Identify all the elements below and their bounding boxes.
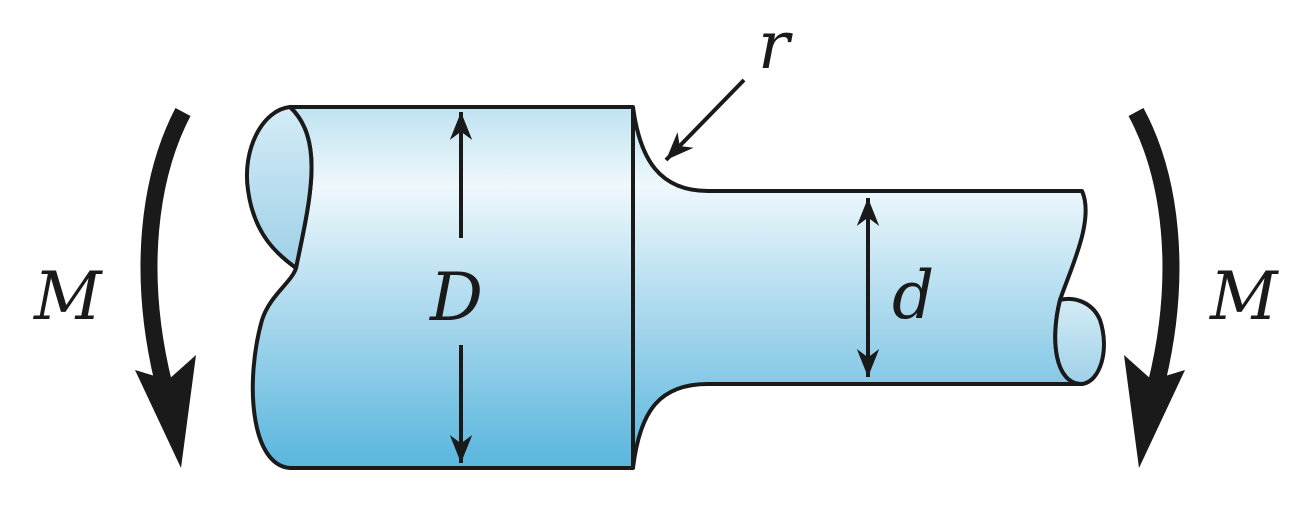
left-moment-arrow bbox=[135, 108, 196, 468]
fillet-radius-label: r bbox=[758, 7, 793, 84]
right-moment-arrow bbox=[1124, 107, 1185, 468]
right-break-face bbox=[1053, 297, 1106, 386]
small-diameter-label: d bbox=[892, 257, 934, 334]
moment-label-left: M bbox=[33, 258, 103, 335]
left-break-face bbox=[244, 105, 314, 270]
radius-leader-arrow bbox=[664, 78, 746, 162]
moment-label-right: M bbox=[1209, 258, 1279, 335]
large-diameter-label: D bbox=[429, 259, 483, 336]
shaft-body bbox=[250, 105, 1088, 470]
